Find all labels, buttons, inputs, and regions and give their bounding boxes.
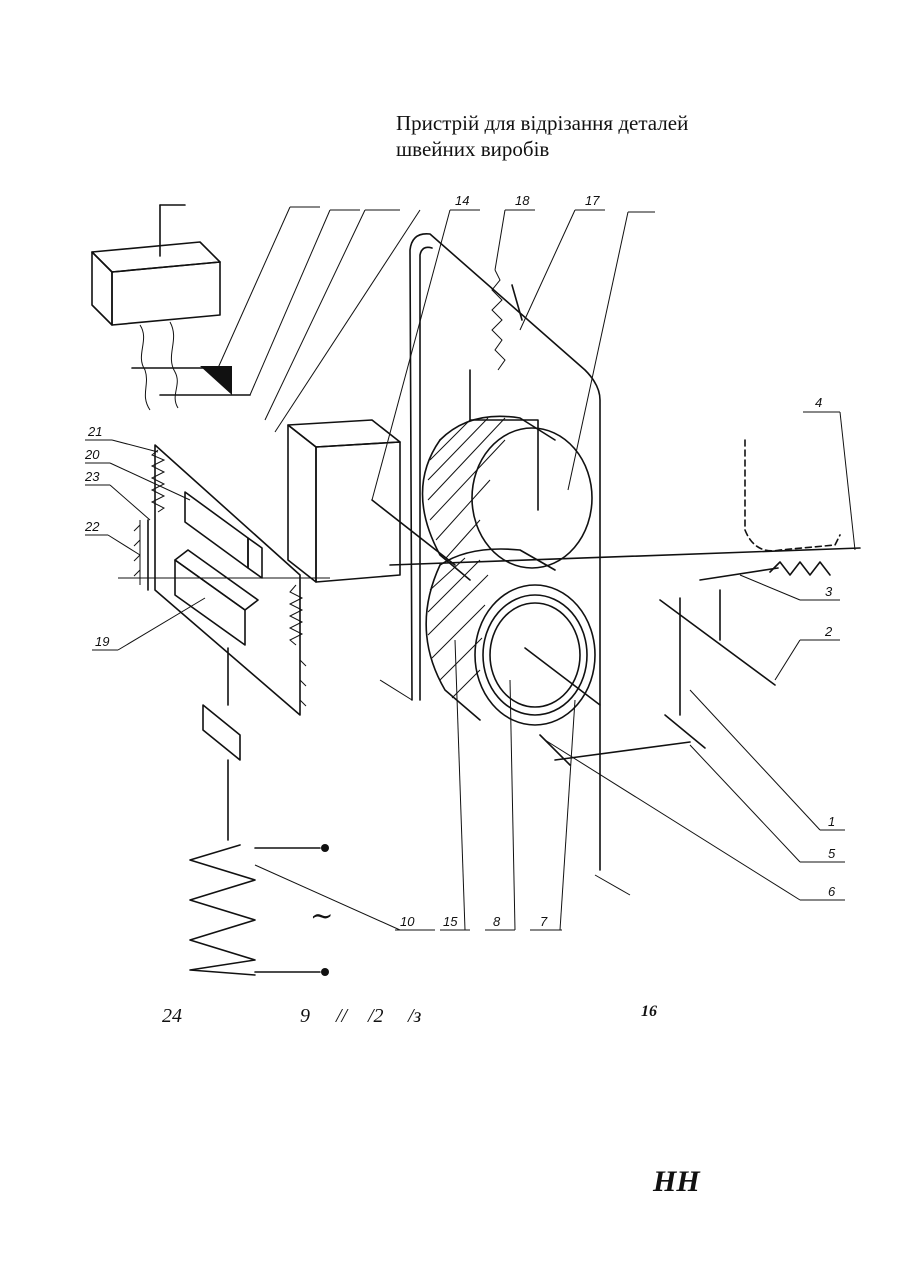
callout-5: 5	[828, 846, 836, 861]
callout-6: 6	[828, 884, 836, 899]
knife-line	[390, 548, 860, 565]
label-hh: НН	[653, 1165, 700, 1199]
link-5	[555, 742, 690, 760]
label-16: 16	[641, 1003, 657, 1021]
clamp	[203, 705, 240, 760]
upper-roller	[423, 416, 593, 580]
heating-coil	[190, 845, 255, 975]
callout-18: 18	[515, 193, 530, 208]
callout-14: 14	[455, 193, 469, 208]
callout-20: 20	[84, 447, 100, 462]
top-spring	[492, 270, 505, 370]
lever-2	[660, 600, 775, 685]
top-leaders	[218, 207, 655, 500]
label-13: /з	[408, 1005, 421, 1028]
contact-wedge	[200, 366, 232, 395]
callout-8: 8	[493, 914, 501, 929]
callout-10: 10	[400, 914, 415, 929]
callout-22: 22	[84, 519, 100, 534]
ground-marks	[134, 520, 306, 715]
callout-23: 23	[84, 469, 100, 484]
terminal-bottom	[321, 968, 329, 976]
callout-7: 7	[540, 914, 548, 929]
top-spring-bracket	[512, 285, 522, 320]
upper-bracket	[470, 370, 538, 510]
callout-19: 19	[95, 634, 109, 649]
center-cube	[288, 420, 400, 582]
control-box	[92, 205, 220, 325]
callout-4: 4	[815, 395, 822, 410]
callout-21: 21	[87, 424, 102, 439]
callout-2: 2	[824, 624, 833, 639]
callout-17: 17	[585, 193, 600, 208]
label-9: 9	[300, 1005, 310, 1028]
callout-15: 15	[443, 914, 458, 929]
plate-spring-21	[152, 450, 164, 512]
callout-1: 1	[828, 814, 835, 829]
label-24: 24	[162, 1005, 182, 1028]
ac-symbol: ~	[310, 899, 333, 932]
callout-3: 3	[825, 584, 833, 599]
plate-assembly	[118, 445, 330, 715]
right-spring-3	[770, 562, 830, 575]
terminal-top	[321, 844, 329, 852]
label-11: //	[336, 1005, 347, 1028]
label-12: /2	[368, 1005, 384, 1028]
knife-dashed	[745, 440, 840, 551]
